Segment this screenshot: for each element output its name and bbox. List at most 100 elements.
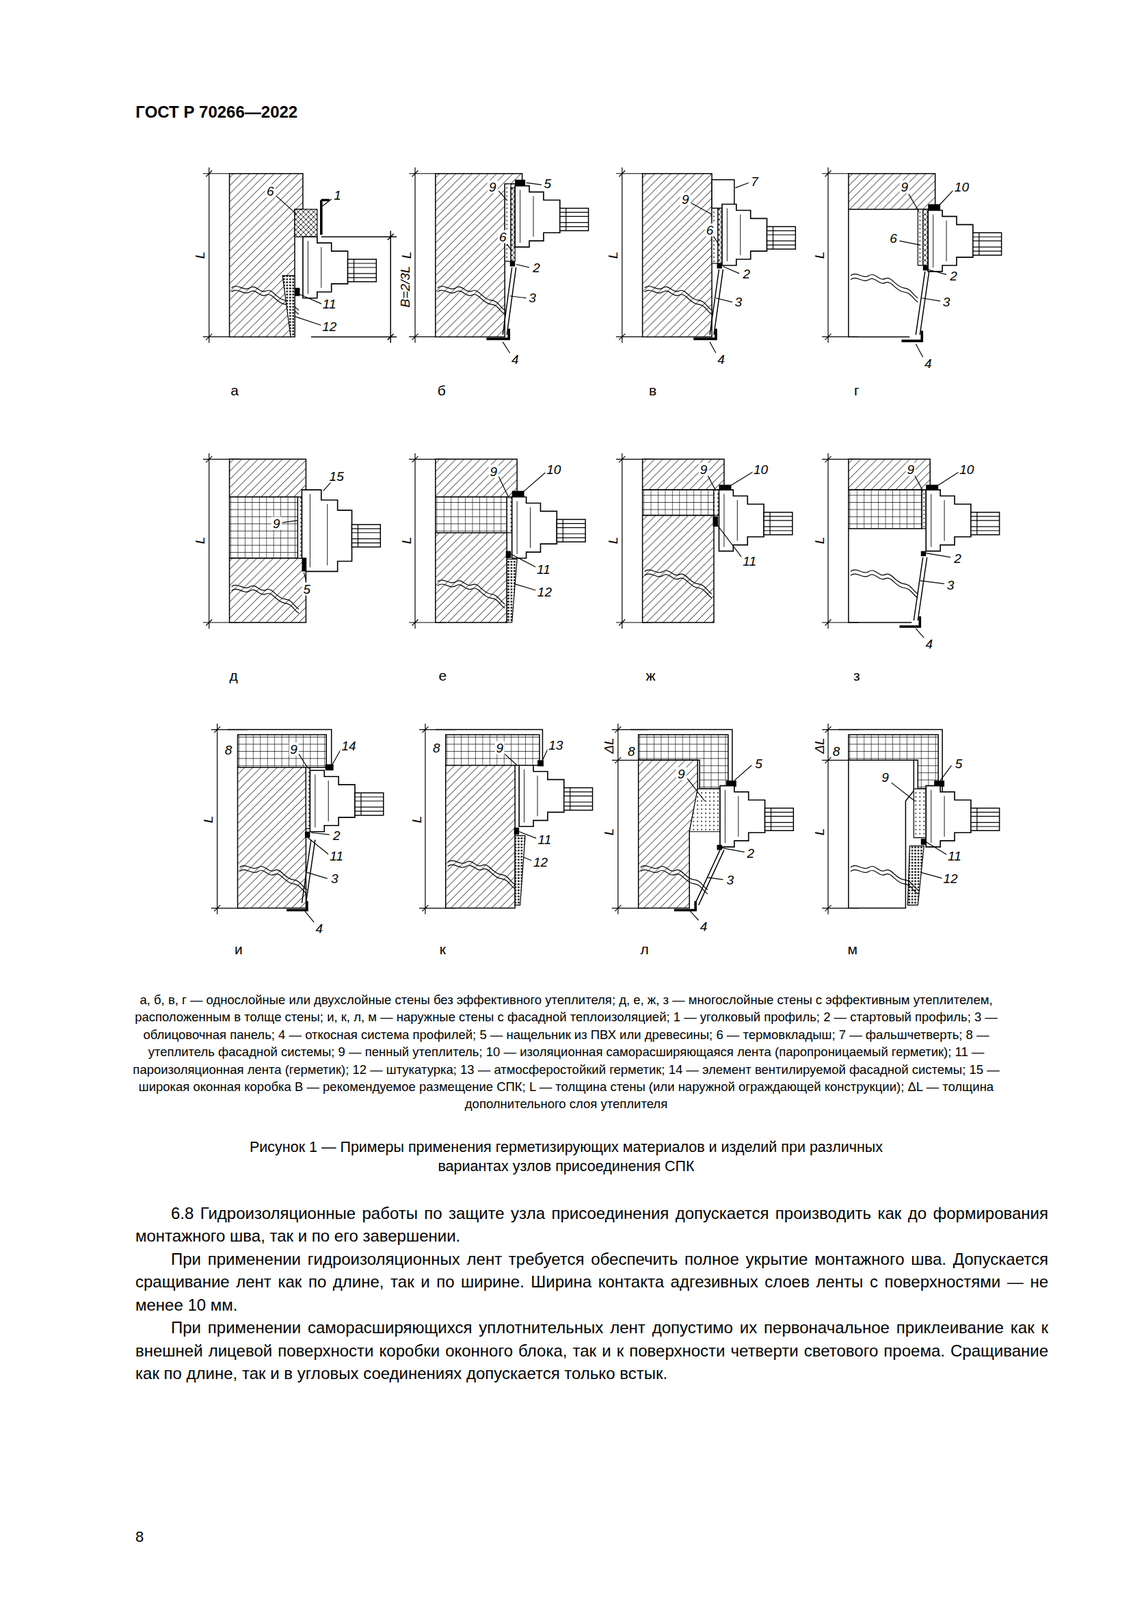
detail-i [211,723,384,923]
drawing-part [838,729,943,793]
callout-number: 4 [715,352,727,366]
drawing-part [917,209,923,266]
callout-number: 11 [321,297,338,311]
drawing-part [514,827,520,835]
drawing-part [927,209,1002,271]
callout-number: 8 [626,743,637,757]
subfigure-letter: г [852,382,861,397]
callout-number: 5 [953,756,965,770]
callout-number: 12 [320,320,338,334]
dimension-label: L [193,250,207,261]
drawing-part [305,767,310,829]
drawing-part [850,569,918,598]
subfigure-letter: в [647,382,658,397]
callout-number: 2 [741,266,752,280]
drawing-part [642,514,714,623]
drawing-part [921,551,926,556]
callout-number: 4 [510,352,521,366]
drawing-part [512,497,586,558]
callout-number: 11 [946,849,963,863]
dimension-label: L [812,826,826,837]
callout-number: 2 [948,268,959,282]
figure-caption: Рисунок 1 — Примеры применения герметизи… [241,1137,891,1176]
subfigure-letter: ж [644,668,658,683]
detail-a [203,167,397,344]
drawing-part [237,767,307,909]
drawing-part [693,328,716,339]
drawing-part [674,900,696,910]
callout-number: 11 [741,554,758,568]
drawing-part [644,569,712,598]
subfigure-letter: б [436,382,448,397]
callout-number: 3 [725,872,736,886]
drawing-part [907,845,924,906]
drawing-part [850,274,918,303]
subfigure-letter: з [852,668,862,683]
drawing-part [506,551,511,558]
callout-number: 4 [698,919,710,933]
callout-number: 12 [941,871,959,885]
drawing-part [915,271,929,335]
drawing-part [435,497,507,533]
drawing-part [707,471,754,558]
callout-number: 4 [923,637,935,651]
drawing-part [689,788,721,832]
callout-number: 3 [329,871,340,885]
dimension-label: L [602,826,616,837]
drawing-part [302,236,377,298]
drawing-part [294,287,300,297]
drawing-part [644,285,712,314]
callout-number: 10 [957,462,976,476]
body-paragraph: При применении саморасширяющихся уплотни… [135,1315,1049,1385]
callout-number: 15 [328,469,346,483]
drawing-part [537,759,544,766]
drawing-part [237,734,327,768]
callout-number: 10 [752,462,770,476]
callout-number: 10 [544,462,563,476]
callout-number: 9 [880,770,891,784]
drawing-part [850,865,918,894]
detail-z [821,452,1000,638]
drawing-part [510,261,515,266]
subfigure-letter: к [438,941,448,956]
detail-v [616,167,796,353]
figure-legend: а, б, в, г — однослойные или двухслойные… [132,990,1000,1113]
callout-number: 3 [527,291,538,305]
callout-number: 5 [753,756,764,770]
dimension-label: L [812,535,826,546]
callout-number: 8 [831,743,842,757]
drawing-part [514,835,526,905]
drawing-part [435,458,517,497]
drawing-part [642,458,725,490]
drawing-part [352,524,381,548]
text-flow: а, б, в, г — однослойные или двухслойные… [135,990,1049,1385]
drawing-part [691,182,749,353]
detail-g [821,167,1002,357]
drawing-part [301,489,352,571]
callout-number: 8 [431,741,442,755]
drawing-part [514,185,589,247]
callout-number: 9 [495,741,506,755]
callout-number: 3 [945,577,956,591]
callout-number: 12 [531,855,550,869]
drawing-part [848,489,922,529]
drawing-part [927,204,941,211]
dimension-label: L [606,535,620,546]
drawing-part [925,785,1000,847]
drawing-part [713,489,719,515]
callout-number: 2 [531,260,542,274]
drawing-part [445,734,540,766]
drawing-part [716,844,722,850]
callout-number: 5 [302,581,313,595]
drawing-part [913,788,926,838]
detail-zh [616,452,793,629]
body-paragraph: При применении гидроизоляционных лент тр… [135,1247,1049,1317]
drawing-part [899,188,955,357]
drawing-part [294,209,318,237]
drawing-part [304,831,310,838]
drawing-part [437,579,505,608]
drawing-part [848,528,912,623]
callout-number: 6 [497,230,509,244]
